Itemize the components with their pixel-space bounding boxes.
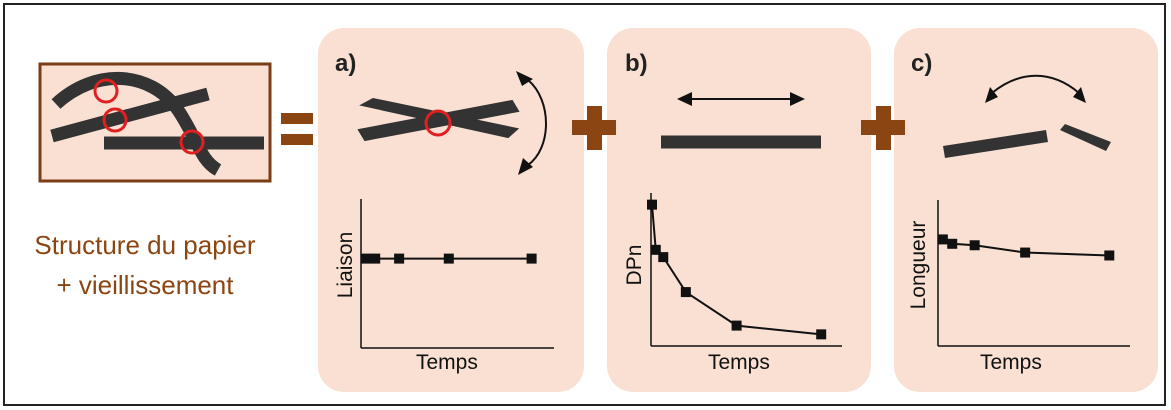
rotation-arrow bbox=[527, 79, 547, 166]
chart-a-xlabel: Temps bbox=[416, 351, 478, 374]
data-point bbox=[947, 238, 958, 249]
panel-a bbox=[318, 28, 584, 392]
straight-fiber bbox=[50, 87, 210, 143]
fiber-length-illustration bbox=[661, 92, 821, 149]
data-point bbox=[1020, 247, 1031, 258]
equals-icon bbox=[281, 113, 313, 145]
data-point bbox=[443, 253, 454, 264]
data-point bbox=[394, 253, 405, 264]
chart-b-xlabel: Temps bbox=[708, 351, 770, 374]
chart-marks bbox=[361, 199, 1115, 340]
data-point bbox=[680, 287, 691, 298]
data-point bbox=[370, 253, 381, 264]
bond-circle bbox=[179, 129, 205, 155]
data-point bbox=[816, 329, 827, 340]
data-point bbox=[526, 253, 537, 264]
chart-c-xlabel: Temps bbox=[980, 351, 1042, 374]
crossed-fibers-illustration bbox=[357, 71, 547, 175]
data-point bbox=[1104, 250, 1115, 261]
bond-circle bbox=[93, 78, 119, 104]
data-point bbox=[361, 253, 371, 264]
chart-b-axes bbox=[650, 193, 842, 347]
panel-c-tag: c) bbox=[911, 50, 933, 77]
bond-circle bbox=[424, 109, 452, 137]
paper-structure-illustration bbox=[38, 62, 272, 183]
chart-a-ylabel: Liaison bbox=[334, 231, 357, 299]
bond-circle bbox=[102, 107, 128, 133]
series-line bbox=[651, 204, 822, 336]
data-point bbox=[731, 320, 742, 331]
chart-b-ylabel: DPn bbox=[623, 244, 646, 286]
plus-icon bbox=[572, 106, 616, 150]
curved-double-arrow bbox=[991, 74, 1080, 94]
chart-a-axes bbox=[360, 199, 554, 349]
chart-c-ylabel: Longueur bbox=[907, 220, 930, 310]
data-point bbox=[969, 240, 980, 251]
panel-a-tag: a) bbox=[335, 50, 357, 77]
broken-fiber-illustration bbox=[943, 74, 1111, 158]
data-point bbox=[650, 244, 661, 255]
panel-b-tag: b) bbox=[625, 50, 648, 77]
data-point bbox=[658, 252, 669, 263]
chart-c-axes bbox=[937, 200, 1130, 347]
plus-icon bbox=[861, 106, 905, 150]
paper-structure-caption: Structure du papier + vieillissement bbox=[34, 230, 256, 300]
data-point bbox=[937, 234, 948, 245]
data-point bbox=[647, 199, 657, 210]
